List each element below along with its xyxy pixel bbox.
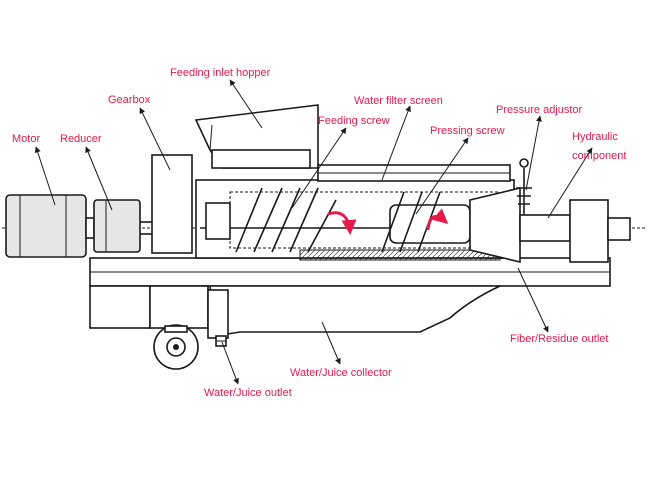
label-water-filter-screen: Water filter screen	[354, 95, 443, 107]
label-water-juice-collector: Water/Juice collector	[290, 367, 392, 379]
gearbox-body	[151, 154, 193, 254]
feeding-rotation-arrow	[327, 211, 357, 235]
juice-collector-tank	[207, 285, 501, 339]
label-fiber-residue-outlet: Fiber/Residue outlet	[510, 333, 608, 345]
pressure-adjustor-leader	[525, 115, 542, 191]
juice-outlet-nozzle	[215, 335, 227, 347]
collector-leader	[321, 321, 341, 365]
label-hydraulic-line1: Hydraulic	[572, 131, 618, 143]
label-hydraulic-line2: component	[572, 150, 626, 162]
label-motor: Motor	[12, 133, 40, 145]
feeding-hopper	[194, 104, 319, 169]
motor-body	[5, 194, 87, 258]
label-feeding-inlet-hopper: Feeding inlet hopper	[170, 67, 271, 79]
labels: Motor Reducer Gearbox Feeding inlet hopp…	[12, 67, 626, 399]
label-reducer: Reducer	[60, 133, 102, 145]
filter-screen-leader	[381, 105, 411, 181]
label-pressure-adjustor: Pressure adjustor	[496, 104, 583, 116]
caster-wheel	[153, 324, 199, 370]
label-gearbox: Gearbox	[108, 94, 151, 106]
reducer-leader	[85, 146, 113, 211]
juice-outlet-leader	[221, 341, 239, 385]
label-pressing-screw: Pressing screw	[430, 125, 505, 137]
hydraulic-leader	[547, 147, 593, 219]
pressure-adjustor-handle	[516, 158, 532, 215]
motor-shaft	[85, 217, 95, 239]
label-feeding-screw: Feeding screw	[318, 115, 390, 127]
pressure-cone	[469, 186, 521, 264]
feeding-screw-leader	[291, 127, 347, 209]
label-water-juice-outlet: Water/Juice outlet	[204, 387, 292, 399]
hydraulic-cylinder	[519, 199, 631, 263]
hopper-leader	[229, 79, 263, 129]
reducer-body	[93, 199, 141, 253]
pressing-screw-leader	[415, 137, 469, 215]
motor-leader	[34, 146, 56, 206]
rotation-arrows	[327, 208, 449, 235]
fiber-outlet-leader	[517, 267, 549, 333]
gearbox-leader	[139, 107, 171, 171]
leader-lines	[34, 79, 593, 385]
pressing-rotation-arrow	[426, 208, 449, 231]
